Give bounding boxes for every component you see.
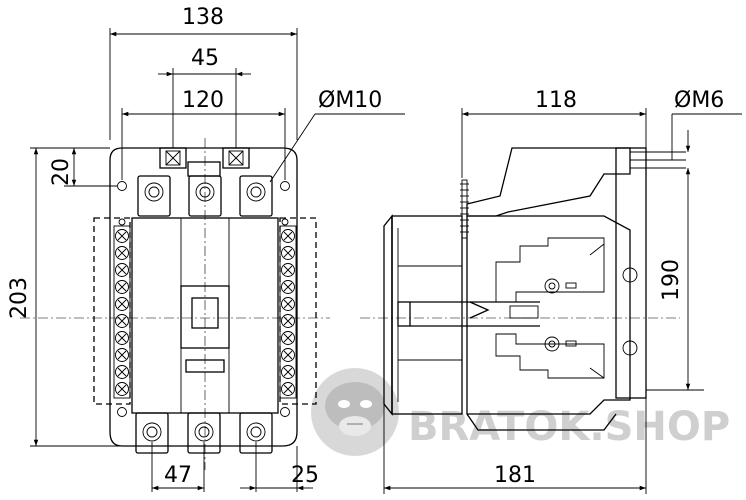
aux-screw-icon xyxy=(115,314,129,328)
dim-mounting-width: 120 xyxy=(182,88,224,113)
coil-screw-right-icon xyxy=(228,150,244,166)
dim-terminal-pitch-top: 45 xyxy=(191,46,219,71)
side-mounting-plate xyxy=(615,147,647,399)
terminal-thread-label: ØM10 xyxy=(318,88,382,113)
side-mount-hole-upper xyxy=(622,267,638,283)
front-base-plate xyxy=(109,147,298,447)
aux-screw-icon xyxy=(115,382,129,396)
dim-height-mount: 190 xyxy=(659,259,684,301)
dim-top-offset: 20 xyxy=(49,158,74,186)
side-pivot-upper xyxy=(544,278,560,294)
coil-terminal-bridge xyxy=(187,161,221,177)
front-arc-chute-window xyxy=(180,285,230,349)
aux-screw-icon xyxy=(281,365,295,379)
side-view: 118 ØM6 190 181 xyxy=(360,88,742,494)
dim-width-total: 138 xyxy=(182,5,224,30)
front-indicator-window xyxy=(191,297,219,329)
top-main-terminals xyxy=(137,175,273,217)
aux-block-right-outline xyxy=(279,217,317,405)
aux-screw-icon xyxy=(115,297,129,311)
side-armature-block xyxy=(509,305,539,319)
coil-screw-left-icon xyxy=(165,150,181,166)
aux-block-left-screws xyxy=(113,225,131,399)
aux-block-right-screws xyxy=(279,225,297,399)
aux-screw-icon xyxy=(281,297,295,311)
front-view: 138 45 120 ØM10 20 203 47 xyxy=(7,5,405,492)
aux-block-left-outline xyxy=(93,217,131,405)
dim-depth-mount: 118 xyxy=(535,88,577,113)
side-front-housing xyxy=(391,215,463,415)
mounting-holes xyxy=(117,181,290,417)
watermark: BRATOK.SHOP xyxy=(311,368,730,456)
aux-screw-icon xyxy=(115,365,129,379)
aux-screw-icon xyxy=(281,280,295,294)
dim-bottom-pitch: 47 xyxy=(164,463,192,488)
watermark-text: BRATOK.SHOP xyxy=(408,404,730,450)
dim-bottom-edge: 25 xyxy=(291,463,319,488)
side-pivot-lower xyxy=(544,336,560,352)
aux-screw-icon xyxy=(281,263,295,277)
front-nameplate xyxy=(185,359,225,373)
aux-screw-icon xyxy=(281,314,295,328)
aux-screw-icon xyxy=(281,229,295,243)
side-rear-body xyxy=(466,215,631,415)
side-upper-body xyxy=(466,147,631,217)
aux-screw-icon xyxy=(115,348,129,362)
gorilla-logo-icon xyxy=(311,368,399,456)
aux-screw-icon xyxy=(115,246,129,260)
aux-screw-icon xyxy=(115,331,129,345)
aux-screw-icon xyxy=(281,382,295,396)
aux-screw-icon xyxy=(281,331,295,345)
aux-screw-icon xyxy=(281,246,295,260)
side-mount-hole-lower xyxy=(622,340,638,356)
aux-screw-icon xyxy=(115,229,129,243)
dim-height-total: 203 xyxy=(7,277,32,319)
aux-screw-icon xyxy=(115,280,129,294)
side-mechanism-lower xyxy=(495,333,605,379)
mount-thread-label: ØM6 xyxy=(674,88,724,113)
side-lower-body xyxy=(466,413,617,431)
dim-depth-total: 181 xyxy=(494,463,536,488)
aux-screw-icon xyxy=(281,348,295,362)
aux-screw-icon xyxy=(115,263,129,277)
bottom-main-terminals xyxy=(135,412,273,454)
